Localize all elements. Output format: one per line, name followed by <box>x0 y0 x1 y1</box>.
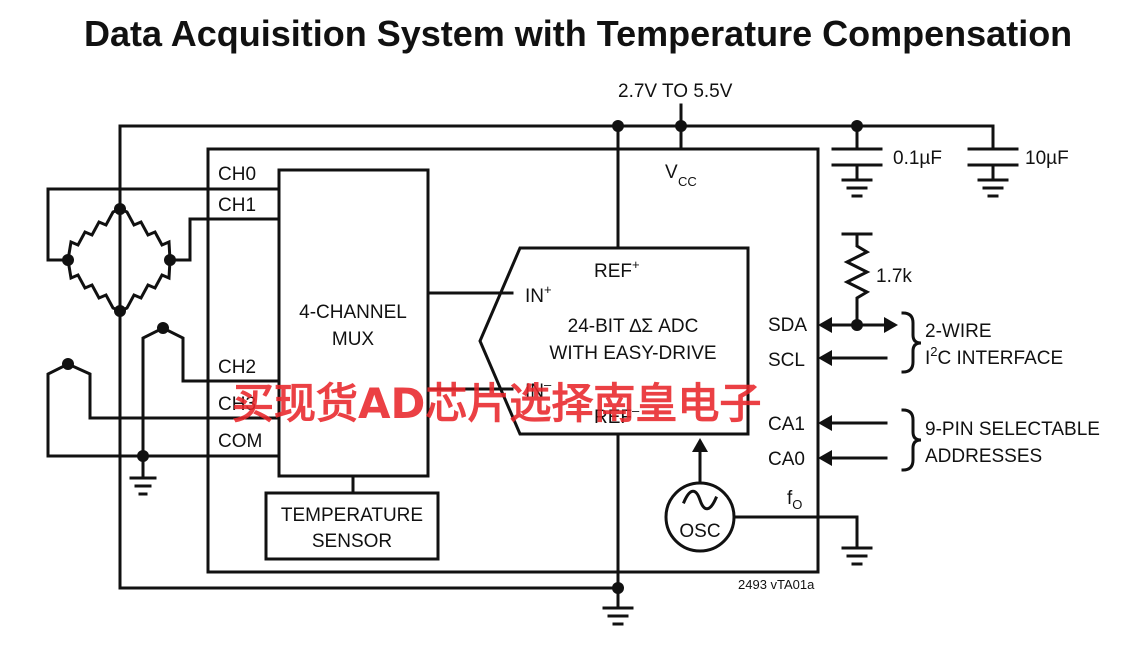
adc-ref-plus-label: REF+ <box>594 257 640 282</box>
capacitor-10uf-label: 10µF <box>1025 148 1069 169</box>
oscillator <box>664 438 873 566</box>
thermocouple-2 <box>46 358 92 383</box>
resistor-bridge <box>62 203 176 317</box>
i2c-label-line1: 2-WIRE <box>925 321 992 342</box>
channel-wires <box>46 187 281 496</box>
address-label-line2: ADDRESSES <box>925 446 1042 467</box>
diagram-title: Data Acquisition System with Temperature… <box>84 13 1072 54</box>
adc-block <box>478 246 750 436</box>
address-label-line1: 9-PIN SELECTABLE <box>925 419 1100 440</box>
temp-sensor-label-line2: SENSOR <box>312 531 392 552</box>
adc-in-minus-label: IN– <box>525 377 552 402</box>
svg-text:V: V <box>665 162 678 183</box>
ic-package-outline <box>206 147 820 574</box>
svg-text:CC: CC <box>678 174 697 189</box>
pin-ca0: CA0 <box>768 449 805 470</box>
adc-in-plus-label: IN+ <box>525 282 552 307</box>
capacitor-10uf <box>967 124 1019 198</box>
pin-scl: SCL <box>768 350 805 371</box>
vcc-pin: V CC <box>665 124 697 189</box>
ground-symbol-main <box>602 606 634 626</box>
supply-voltage-label: 2.7V TO 5.5V <box>618 81 733 102</box>
capacitor-0-1uf <box>831 124 883 198</box>
pin-ch3: CH3 <box>218 394 256 415</box>
ca0-arrow <box>818 450 888 466</box>
ca1-arrow <box>818 415 888 431</box>
i2c-label-line2: I2C INTERFACE <box>925 344 1063 369</box>
mux-label-line1: 4-CHANNEL <box>299 302 407 323</box>
ground-junction <box>612 582 624 594</box>
sda-arrow <box>818 317 898 333</box>
watermark-text: 买现货AD芯片选择南皇电子 <box>232 379 761 428</box>
figure-id: 2493 vTA01a <box>738 577 815 592</box>
adc-ref-minus-label: REF– <box>594 403 640 428</box>
thermocouple-1 <box>141 322 185 348</box>
temp-sensor-label-line1: TEMPERATURE <box>281 505 423 526</box>
scl-arrow <box>818 350 888 366</box>
pin-ch2: CH2 <box>218 357 256 378</box>
pin-ch1: CH1 <box>218 195 256 216</box>
i2c-brace <box>901 311 922 374</box>
pin-com: COM <box>218 431 262 452</box>
pullup-resistor <box>841 232 873 331</box>
pullup-resistor-label: 1.7k <box>876 266 912 287</box>
address-brace <box>901 408 922 472</box>
adc-label-line2: WITH EASY-DRIVE <box>549 343 716 364</box>
mux-label-line2: MUX <box>332 329 375 350</box>
pin-fo: fO <box>787 488 802 512</box>
pin-sda: SDA <box>768 315 807 336</box>
mux-block <box>277 168 430 478</box>
adc-label-line1: 24-BIT ∆Σ ADC <box>568 316 699 337</box>
capacitor-0-1uf-label: 0.1µF <box>893 148 942 169</box>
oscillator-label: OSC <box>679 521 720 542</box>
pin-ca1: CA1 <box>768 414 805 435</box>
pin-ch0: CH0 <box>218 164 256 185</box>
